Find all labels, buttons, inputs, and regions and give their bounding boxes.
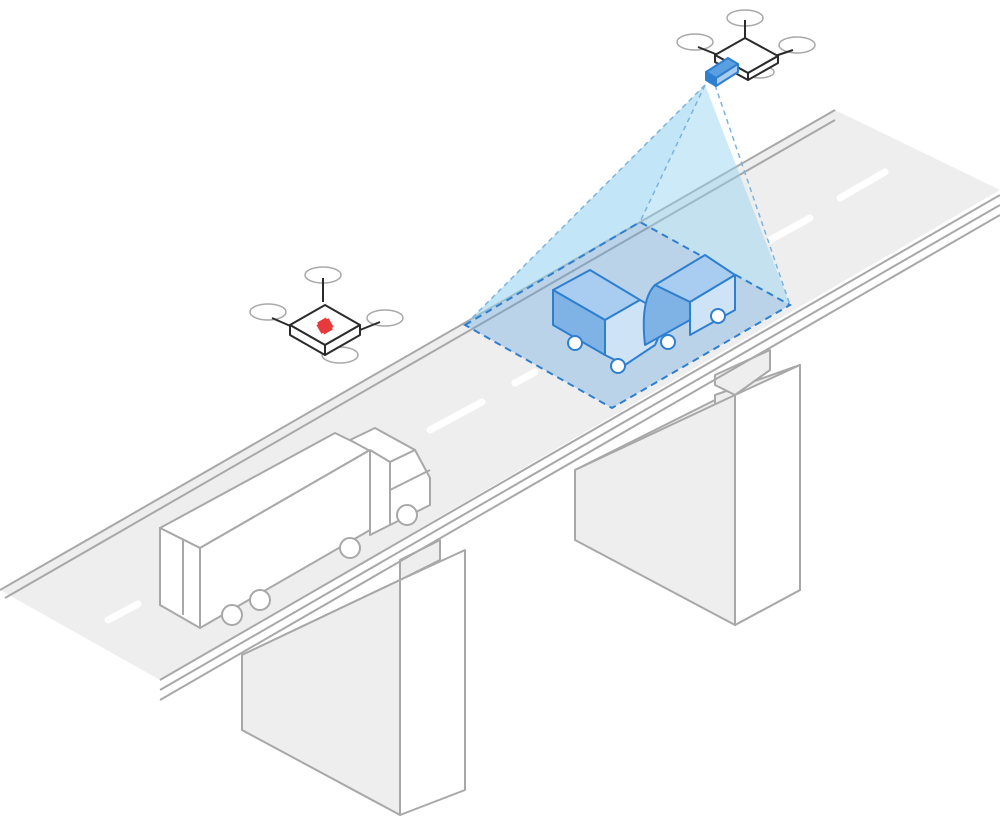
medical-cross-icon (316, 317, 334, 335)
lane-markings (104, 168, 889, 624)
camera-icon (705, 57, 739, 87)
propeller (778, 36, 816, 54)
propeller (249, 303, 287, 321)
road-deck (0, 109, 1000, 701)
truck (159, 427, 431, 629)
bridge-pillar-right (574, 349, 801, 626)
lane-dash (766, 214, 814, 244)
lane-dash (836, 168, 889, 202)
lane-dash (426, 398, 486, 434)
lane-dash (511, 368, 539, 387)
camera-beam (464, 84, 791, 326)
propeller (676, 33, 714, 51)
detected-car-right (642, 254, 736, 350)
delivery-drone (249, 266, 404, 364)
lane-dash (104, 600, 142, 624)
bridge-pillar-left (241, 539, 466, 816)
surveillance-drone (676, 9, 816, 87)
propeller (366, 309, 404, 327)
